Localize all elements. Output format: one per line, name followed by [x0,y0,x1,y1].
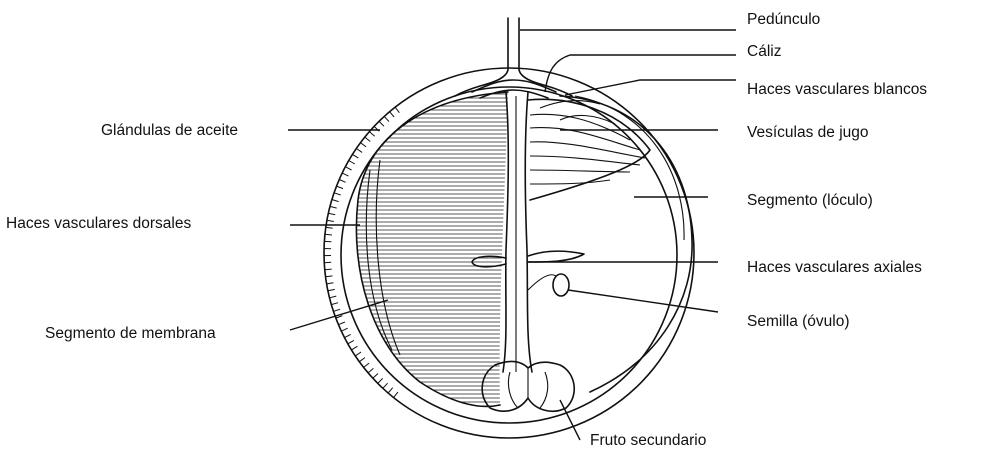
secondary-fruit [482,362,574,412]
label-dorsal-vascular-bundles: Haces vasculares dorsales [6,215,191,232]
label-white-vascular-bundles: Haces vasculares blancos [747,81,927,98]
label-seed-ovule: Semilla (óvulo) [747,313,850,330]
label-juice-vesicles: Vesículas de jugo [747,124,869,141]
membrane-segment-hatched [340,90,520,410]
label-segment-locule: Segmento (lóculo) [747,192,873,209]
label-peduncle: Pedúnculo [747,11,820,28]
label-calyx: Cáliz [747,43,781,60]
leader-lines [288,30,736,440]
label-oil-glands: Glándulas de aceite [101,122,238,139]
right-segment-locule [560,96,692,392]
label-membrane-segment: Segmento de membrana [45,325,216,342]
label-secondary-fruit: Fruto secundario [590,432,706,449]
label-axial-vascular-bundles: Haces vasculares axiales [747,259,922,276]
oil-gland-ticks [324,107,399,397]
central-axis [503,92,532,372]
